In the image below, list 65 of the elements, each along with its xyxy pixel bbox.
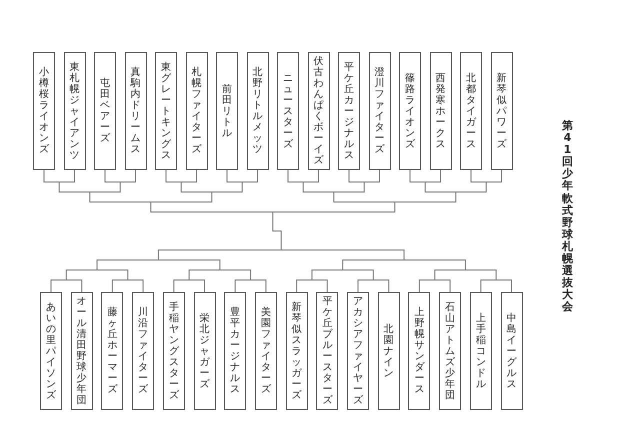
team-box <box>347 292 369 410</box>
team-name: 真駒内ドリームス <box>130 67 140 155</box>
team-box <box>408 292 430 410</box>
team-box <box>224 292 246 410</box>
team-name: 豊平カージナルス <box>230 307 240 395</box>
title: 第41回少年軟式野球札幌選抜大会 <box>562 120 573 314</box>
team-name: 上手稲コンドル <box>476 312 486 390</box>
team-box <box>254 292 277 410</box>
team-box <box>64 52 86 170</box>
team-name: 藤ヶ丘ホーマーズ <box>107 307 118 395</box>
team-box <box>162 292 185 410</box>
team-name: 北園ナイン <box>384 324 394 378</box>
team-box <box>430 52 452 170</box>
team-box <box>216 52 238 170</box>
team-box <box>94 52 116 170</box>
team-name: 伏古わんぱくボーイズ <box>314 56 324 166</box>
team-name: 手稲ヤングスターズ <box>168 302 179 400</box>
team-box <box>490 52 512 170</box>
team-name: 川沿ファイターズ <box>138 307 148 395</box>
team-name: 札幌ファイターズ <box>192 67 202 155</box>
team-name: 平ケ丘ブルースターズ <box>322 296 332 406</box>
team-box <box>40 292 62 410</box>
team-name: 東札幌ジャイアンツ <box>70 62 80 160</box>
team-box <box>70 292 93 410</box>
team-box <box>308 52 330 170</box>
team-box <box>439 292 462 410</box>
team-name: あいの里パイソンズ <box>46 302 56 400</box>
team-box <box>124 52 146 170</box>
team-box <box>277 52 299 170</box>
team-name: 北都タイガース <box>466 72 476 150</box>
team-name: 中島イーグルス <box>506 312 516 390</box>
team-box <box>101 292 124 410</box>
team-name: アカシアファイヤーズ <box>353 296 363 406</box>
team-box <box>194 292 216 410</box>
team-box <box>470 292 492 410</box>
team-name: 小樽桜ライオンズ <box>39 67 49 155</box>
team-name: 石山アトムズ少年団 <box>445 302 456 400</box>
team-name: 新琴似スラッガーズ <box>292 302 302 400</box>
team-name: 北野リトルメッツ <box>252 67 262 155</box>
team-box <box>399 52 421 170</box>
team-name: 栄北ジャガーズ <box>200 312 210 390</box>
team-box <box>368 52 390 170</box>
team-name: 上野幌サンダース <box>414 307 424 395</box>
team-name: 西発寒ホークス <box>436 72 446 150</box>
team-box <box>246 52 268 170</box>
team-box <box>316 292 338 410</box>
team-name: 前田リトル <box>222 84 232 138</box>
team-box <box>132 292 154 410</box>
team-box <box>460 52 482 170</box>
team-box <box>338 52 360 170</box>
team-name: 平ケ丘カージナルス <box>344 62 354 160</box>
team-name: 篠路ライオンズ <box>405 72 415 150</box>
team-name: 澄川ファイターズ <box>374 67 384 155</box>
team-name: ニュースターズ <box>283 72 293 150</box>
team-box <box>500 292 522 410</box>
team-box <box>155 52 177 170</box>
team-box <box>186 52 208 170</box>
team-name: 東グレートキングス <box>161 62 171 160</box>
team-name: 屯田ベアーズ <box>100 78 110 144</box>
team-box <box>378 292 400 410</box>
team-name: 新琴似パワーズ <box>496 72 506 150</box>
team-name: オール清田野球少年団 <box>76 296 87 406</box>
team-box <box>286 292 308 410</box>
team-box <box>33 52 55 170</box>
team-name: 美園ファイターズ <box>260 307 271 395</box>
